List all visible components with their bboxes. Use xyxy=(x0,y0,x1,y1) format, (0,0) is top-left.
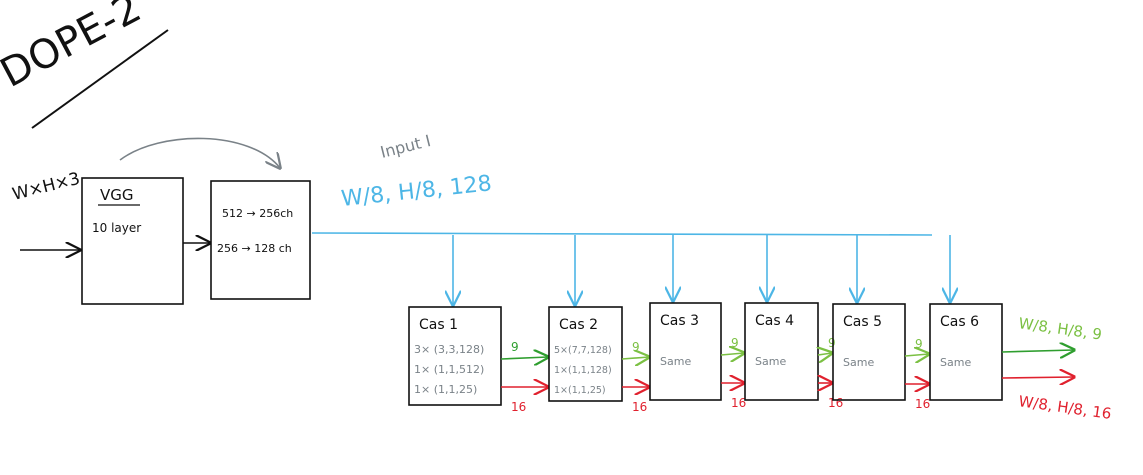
diagram-title: DOPE-2 xyxy=(0,0,149,97)
conv-line-2: 256 → 128 ch xyxy=(217,242,292,255)
stage-4-belief-arrow xyxy=(818,353,832,355)
vgg-subtitle: 10 layer xyxy=(92,221,141,235)
feature-dims-label: W/8, H/8, 128 xyxy=(340,171,493,212)
stage-3-box xyxy=(649,302,722,401)
stage-2-layer-3: 1×(1,1,25) xyxy=(554,385,606,396)
stage-3-belief-count: 9 xyxy=(731,336,739,350)
conv-reduction-block xyxy=(210,180,311,300)
conv-line-1: 512 → 256ch xyxy=(222,207,293,220)
feature-bus-line xyxy=(311,232,933,236)
stage-4-affinity-count: 16 xyxy=(828,396,843,410)
stage-2-layer-1: 5×(7,7,128) xyxy=(554,345,612,356)
input-i-label: Input I xyxy=(378,131,432,162)
stage-6-desc: Same xyxy=(940,356,971,369)
stage-5-belief-arrow xyxy=(904,354,929,356)
stage-4-belief-count: 9 xyxy=(828,336,836,350)
stages-group: Cas 1 3× (3,3,128) 1× (1,1,512) 1× (1,1,25)… xyxy=(408,235,1003,414)
stage-6-name: Cas 6 xyxy=(940,314,979,330)
stage-1-layer-2: 1× (1,1,512) xyxy=(414,363,484,376)
stage-1-box xyxy=(408,306,502,406)
stage-1-affinity-count: 16 xyxy=(511,400,526,414)
vgg-block xyxy=(81,177,184,305)
stage-4-desc: Same xyxy=(755,355,786,368)
stage-5-affinity-count: 16 xyxy=(915,397,930,411)
title-underline xyxy=(31,29,169,129)
stage-1-layer-1: 3× (3,3,128) xyxy=(414,343,484,356)
stage-2-layer-2: 1×(1,1,128) xyxy=(554,365,612,376)
stage-5-desc: Same xyxy=(843,356,874,369)
vgg-title: VGG xyxy=(100,186,134,204)
stage-3-name: Cas 3 xyxy=(660,313,699,329)
stage-5-name: Cas 5 xyxy=(843,314,882,330)
input-dims-label: W×H×3 xyxy=(10,169,82,205)
stage-5-belief-count: 9 xyxy=(915,337,923,351)
output-belief-label: W/8, H/8, 9 xyxy=(1017,314,1103,344)
stage-2-box xyxy=(548,306,623,402)
stage-1-belief-arrow xyxy=(500,357,548,359)
stage-4-name: Cas 4 xyxy=(755,313,794,329)
output-belief-arrow xyxy=(1001,350,1074,352)
stage-2-name: Cas 2 xyxy=(559,317,598,333)
skip-connection-arc xyxy=(119,137,280,168)
output-affinity-arrow xyxy=(1001,377,1074,378)
stage-3-desc: Same xyxy=(660,355,691,368)
output-affinity-label: W/8, H/8, 16 xyxy=(1017,392,1112,423)
stage-2-affinity-count: 16 xyxy=(632,400,647,414)
stage-2-belief-arrow xyxy=(621,357,649,359)
stage-3-belief-arrow xyxy=(720,353,744,355)
stage-1-belief-count: 9 xyxy=(511,340,519,354)
stage-5-box xyxy=(832,303,906,401)
stage-1-layer-3: 1× (1,1,25) xyxy=(414,383,477,396)
stage-1-name: Cas 1 xyxy=(419,317,458,333)
stage-2-belief-count: 9 xyxy=(632,340,640,354)
stage-3-affinity-count: 16 xyxy=(731,396,746,410)
